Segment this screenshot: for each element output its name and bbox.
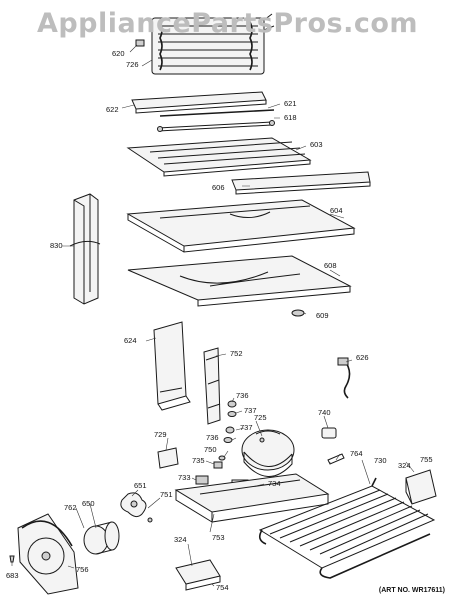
- part-label-755: 755: [420, 455, 433, 464]
- overload-relay: [321, 427, 337, 439]
- watermark: AppliancePartsPros.com: [36, 8, 419, 39]
- drain-tube: [327, 453, 345, 465]
- crisper-cover: [126, 199, 356, 253]
- part-label-752: 752: [230, 349, 243, 358]
- machine-base: [174, 473, 330, 523]
- part-label-750: 750: [204, 445, 217, 454]
- part-label-618: 618: [284, 113, 297, 122]
- part-label-756: 756: [76, 565, 89, 574]
- art-number: (ART NO. WR17611): [378, 587, 445, 594]
- compressor-bracket: [203, 347, 221, 425]
- part-label-651: 651: [134, 481, 147, 490]
- shelf-grid: [126, 137, 312, 177]
- part-label-604: 604: [330, 206, 343, 215]
- part-label-740: 740: [318, 408, 331, 417]
- leader-lines: [11, 44, 415, 587]
- pan-cover: [127, 255, 352, 307]
- part-label-764: 764: [350, 449, 363, 458]
- drain-pan: [175, 559, 221, 591]
- part-label-730: 730: [374, 456, 387, 465]
- evaporator-cover: [131, 91, 267, 114]
- part-label-683: 683: [6, 571, 19, 580]
- compressor: [241, 429, 295, 477]
- part-label-609: 609: [316, 311, 329, 320]
- part-label-606: 606: [212, 183, 225, 192]
- part-label-624: 624: [124, 336, 137, 345]
- vertical-mullion: [69, 193, 101, 305]
- part-label-736b: 736: [206, 433, 219, 442]
- screw: [9, 555, 15, 563]
- part-label-621: 621: [284, 99, 297, 108]
- part-label-626: 626: [356, 353, 369, 362]
- defrost-heater: [157, 109, 275, 132]
- part-label-608: 608: [324, 261, 337, 270]
- clip-part: [135, 39, 145, 47]
- part-label-733: 733: [178, 473, 191, 482]
- part-label-734: 734: [268, 479, 281, 488]
- part-label-620: 620: [112, 49, 125, 58]
- part-label-622: 622: [106, 105, 119, 114]
- part-label-736a: 736: [236, 391, 249, 400]
- part-label-753: 753: [212, 533, 225, 542]
- cover-clip: [291, 309, 305, 317]
- part-label-726: 726: [126, 60, 139, 69]
- part-label-324b: 324: [174, 535, 187, 544]
- fan-motor: [83, 521, 120, 555]
- part-label-751: 751: [160, 490, 173, 499]
- part-label-603: 603: [310, 140, 323, 149]
- relay-harness: [337, 357, 351, 399]
- part-label-762: 762: [64, 503, 77, 512]
- part-label-754: 754: [216, 583, 229, 592]
- grommets: [218, 400, 237, 461]
- part-label-729: 729: [154, 430, 167, 439]
- part-label-737a: 737: [244, 406, 257, 415]
- part-label-737b: 737: [240, 423, 253, 432]
- relay-box: [157, 447, 179, 469]
- fan-blade: [120, 492, 153, 523]
- evaporator-coil: [151, 13, 275, 75]
- part-label-324a: 324: [398, 461, 411, 470]
- fan-shroud: [17, 513, 79, 595]
- part-label-650: 650: [82, 499, 95, 508]
- part-label-735: 735: [192, 456, 205, 465]
- air-duct: [153, 321, 191, 411]
- part-label-830: 830: [50, 241, 63, 250]
- shelf-rail: [231, 171, 371, 195]
- condenser-coil: [258, 477, 436, 579]
- part-label-725: 725: [254, 413, 267, 422]
- drain-pan-bracket: [405, 469, 437, 505]
